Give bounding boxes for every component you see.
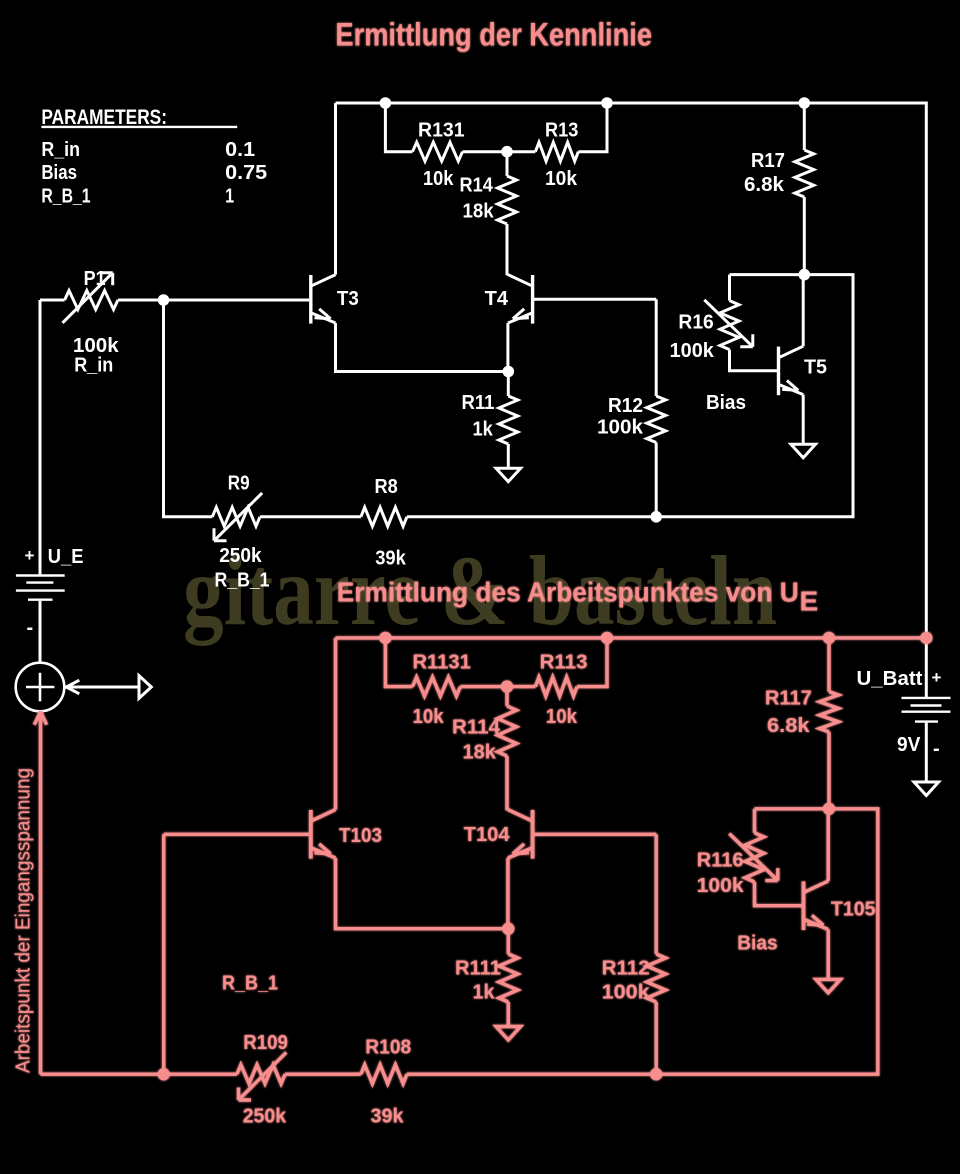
svg-text:10k: 10k — [423, 168, 454, 190]
svg-text:250k: 250k — [243, 1106, 287, 1128]
svg-text:39k: 39k — [371, 1106, 405, 1128]
svg-text:250k: 250k — [219, 545, 262, 567]
svg-text:T3: T3 — [337, 288, 359, 310]
svg-text:Bias: Bias — [737, 932, 778, 954]
svg-text:T4: T4 — [485, 288, 509, 310]
svg-text:+: + — [25, 546, 35, 565]
svg-text:R1131: R1131 — [413, 652, 471, 674]
svg-text:U_E: U_E — [48, 546, 84, 568]
svg-text:1k: 1k — [473, 982, 496, 1004]
svg-text:100k: 100k — [597, 417, 644, 439]
svg-text:R8: R8 — [375, 476, 398, 498]
svg-text:9V: 9V — [897, 734, 921, 756]
svg-text:R131: R131 — [418, 119, 465, 141]
svg-text:R116: R116 — [697, 849, 744, 871]
svg-text:Bias: Bias — [41, 162, 77, 184]
svg-text:6.8k: 6.8k — [744, 174, 785, 196]
svg-text:R13: R13 — [545, 119, 578, 141]
svg-text:R112: R112 — [602, 958, 650, 980]
svg-text:Ermittlung des Arbeitspunktes: Ermittlung des Arbeitspunktes von U — [337, 577, 799, 608]
svg-text:100k: 100k — [670, 340, 715, 362]
svg-text:R114: R114 — [452, 716, 501, 738]
svg-text:R16: R16 — [678, 312, 713, 334]
svg-text:100k: 100k — [602, 982, 651, 1004]
svg-text:+: + — [932, 668, 942, 687]
svg-text:R117: R117 — [765, 687, 812, 709]
svg-text:T104: T104 — [464, 824, 511, 846]
svg-text:T105: T105 — [831, 898, 876, 920]
svg-text:6.8k: 6.8k — [767, 715, 811, 737]
svg-text:R11: R11 — [462, 392, 495, 414]
svg-text:1k: 1k — [473, 419, 494, 441]
svg-text:gitarre & basteln: gitarre & basteln — [183, 535, 777, 646]
svg-text:R_B_1: R_B_1 — [215, 570, 270, 592]
svg-text:0.75: 0.75 — [225, 162, 267, 184]
svg-text:0.1: 0.1 — [225, 139, 255, 161]
svg-text:Bias: Bias — [706, 392, 746, 414]
svg-text:18k: 18k — [463, 741, 497, 763]
svg-text:R_B_1: R_B_1 — [222, 973, 278, 995]
svg-text:R_in: R_in — [41, 139, 80, 161]
svg-text:10k: 10k — [545, 168, 578, 190]
svg-text:U_Batt: U_Batt — [857, 668, 923, 690]
svg-text:R_in: R_in — [74, 355, 113, 377]
svg-text:R111: R111 — [455, 958, 501, 980]
svg-text:18k: 18k — [463, 201, 495, 223]
svg-text:T103: T103 — [339, 825, 382, 847]
svg-text:-: - — [933, 738, 940, 760]
svg-text:39k: 39k — [375, 547, 406, 569]
svg-text:R109: R109 — [243, 1032, 288, 1054]
svg-text:Arbeitspunkt der Eingangsspann: Arbeitspunkt der Eingangsspannung — [13, 768, 35, 1073]
svg-text:R9: R9 — [228, 473, 250, 495]
svg-text:R12: R12 — [608, 395, 643, 417]
svg-text:R17: R17 — [751, 150, 785, 172]
svg-text:100k: 100k — [73, 335, 120, 357]
svg-text:PARAMETERS:: PARAMETERS: — [41, 106, 167, 129]
svg-text:Ermittlung der Kennlinie: Ermittlung der Kennlinie — [335, 16, 652, 52]
svg-text:R113: R113 — [540, 652, 588, 674]
svg-text:10k: 10k — [413, 706, 445, 728]
svg-text:E: E — [800, 585, 819, 616]
svg-text:100k: 100k — [697, 875, 745, 897]
svg-text:T5: T5 — [804, 357, 827, 379]
svg-text:R_B_1: R_B_1 — [41, 185, 90, 207]
svg-text:1: 1 — [225, 185, 234, 207]
svg-text:R14: R14 — [460, 175, 494, 197]
svg-text:P1: P1 — [84, 268, 106, 290]
svg-text:R108: R108 — [365, 1036, 411, 1058]
svg-text:-: - — [27, 617, 34, 639]
svg-text:10k: 10k — [546, 706, 578, 728]
